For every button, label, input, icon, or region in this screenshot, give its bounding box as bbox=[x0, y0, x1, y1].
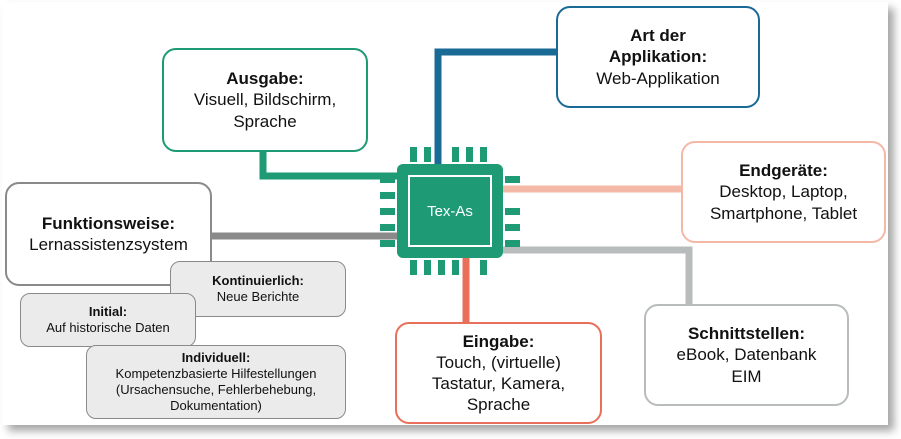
node-eingabe-line-2: Tastatur, Kamera, bbox=[431, 374, 566, 393]
subnode-initial-value: Auf historische Daten bbox=[46, 320, 170, 335]
node-art-title-1: Art der bbox=[630, 26, 686, 46]
node-art-value: Web-Applikation bbox=[596, 68, 720, 88]
node-schnittstellen-line-1: eBook, Datenbank bbox=[676, 345, 817, 365]
node-art: Art der Applikation: Web-Applikation bbox=[556, 6, 760, 108]
node-endgeraete-line-2: Smartphone, Tablet bbox=[709, 203, 858, 223]
node-schnittstellen: Schnittstellen: eBook, Datenbank EIM bbox=[644, 304, 849, 406]
node-ausgabe-line-2: Sprache bbox=[233, 111, 297, 131]
node-eingabe-line-3: Sprache bbox=[466, 395, 531, 415]
node-endgeraete-line-1: Desktop, Laptop, bbox=[719, 182, 848, 202]
node-endgeraete-title: Endgeräte: bbox=[739, 161, 828, 181]
node-eingabe: Eingabe: Touch, (virtuelle) Tastatur, Ka… bbox=[395, 322, 602, 424]
subnode-initial-title: Initial: bbox=[88, 303, 128, 319]
subnode-individuell-title: Individuell: bbox=[181, 349, 251, 365]
connector-schnittstellen bbox=[503, 246, 693, 304]
node-endgeraete: Endgeräte: Desktop, Laptop, Smartphone, … bbox=[681, 141, 886, 243]
center-chip: Tex-As bbox=[397, 164, 503, 258]
center-chip-label: Tex-As bbox=[408, 175, 492, 247]
subnode-individuell-line-2: (Ursachensuche, Fehlerbehebung, bbox=[115, 382, 317, 397]
subnode-kontinuierlich-title: Kontinuierlich: bbox=[212, 272, 304, 288]
node-eingabe-line-1: Touch, (virtuelle) bbox=[436, 352, 561, 372]
node-schnittstellen-line-2: EIM bbox=[731, 366, 762, 386]
node-ausgabe: Ausgabe: Visuell, Bildschirm, Sprache bbox=[162, 48, 368, 152]
node-funktionsweise-title: Funktionsweise: bbox=[41, 213, 176, 233]
node-ausgabe-title: Ausgabe: bbox=[226, 69, 304, 89]
node-schnittstellen-title: Schnittstellen: bbox=[687, 324, 806, 344]
subnode-initial: Initial: Auf historische Daten bbox=[20, 293, 196, 347]
subnode-individuell-line-1: Kompetenzbasierte Hilfestellungen bbox=[115, 365, 317, 381]
node-art-title-2: Applikation: bbox=[608, 47, 708, 67]
connector-art bbox=[434, 48, 556, 164]
connector-ausgabe bbox=[259, 152, 397, 180]
subnode-kontinuierlich: Kontinuierlich: Neue Berichte bbox=[170, 261, 346, 317]
subnode-individuell: Individuell: Kompetenzbasierte Hilfestel… bbox=[86, 345, 346, 419]
subnode-kontinuierlich-value: Neue Berichte bbox=[216, 289, 300, 304]
subnode-individuell-line-3: Dokumentation) bbox=[170, 398, 262, 414]
node-funktionsweise-value: Lernassistenzsystem bbox=[29, 235, 188, 254]
node-ausgabe-line-1: Visuell, Bildschirm, bbox=[193, 90, 337, 110]
node-eingabe-title: Eingabe: bbox=[462, 331, 535, 351]
